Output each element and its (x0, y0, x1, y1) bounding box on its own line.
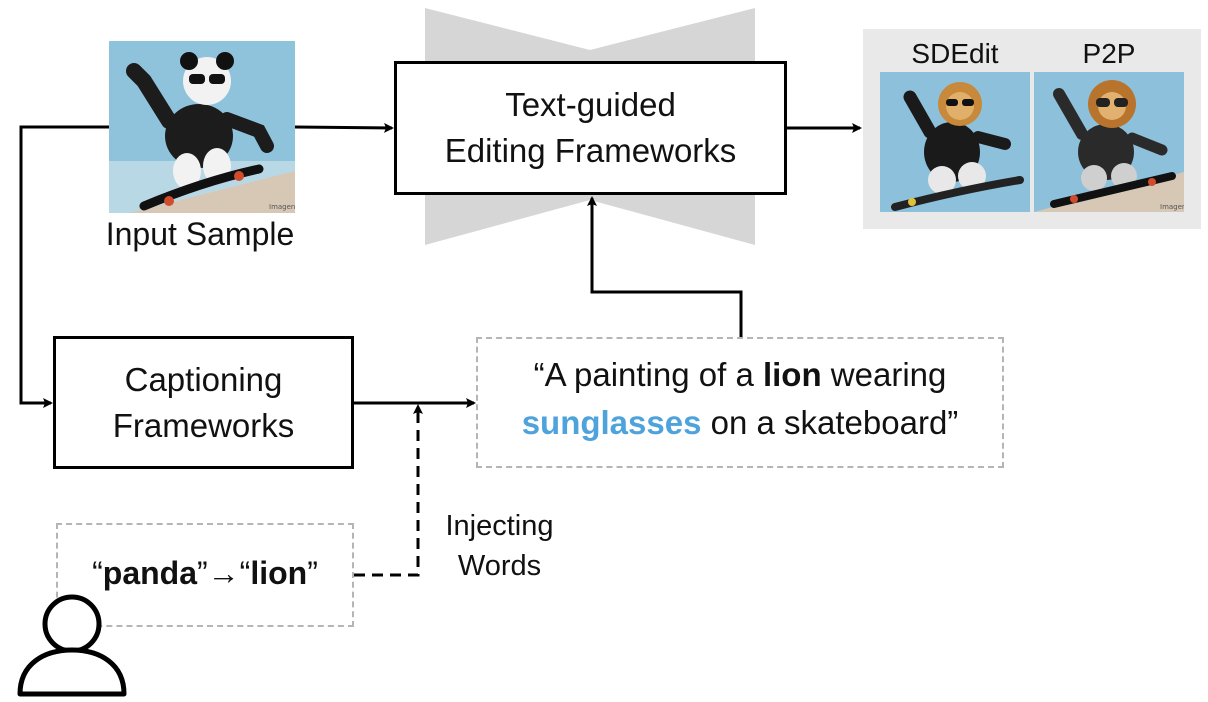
arrow-caption-to-editor (587, 196, 743, 337)
user-icon (17, 594, 127, 697)
captioning-line2: Frameworks (112, 406, 295, 444)
text-guided-line1: Text-guided (505, 86, 676, 123)
text-guided-editing-box: Text-guided Editing Frameworks (394, 61, 787, 195)
injection-from-word: panda (102, 555, 198, 591)
caption-box (476, 337, 1004, 468)
input-sample-image: Imagen (109, 41, 295, 213)
injecting-label-line1: Injecting (445, 510, 554, 542)
text-guided-line2: Editing Frameworks (444, 132, 737, 169)
injection-q2: ”→“ (197, 555, 251, 591)
arrow-input-to-editor (294, 122, 394, 133)
result-label-p2p: P2P (1082, 38, 1136, 69)
caption-line2: sunglasses on a skateboard” (476, 404, 1004, 442)
svg-text:Imagen: Imagen (269, 203, 295, 211)
svg-text:Imagen: Imagen (1160, 203, 1184, 211)
caption-prefix: “A painting of a (533, 356, 763, 393)
injection-text: “panda”→“lion” (56, 555, 354, 592)
injecting-words-label: Injecting Words (432, 506, 567, 586)
captioning-box: Captioning Frameworks (53, 336, 354, 469)
caption-after-subject: wearing (821, 356, 947, 393)
caption-accessory: sunglasses (521, 404, 702, 441)
arrow-input-to-captioning (19, 125, 109, 408)
injection-q3: ” (307, 555, 318, 591)
arrow-injection-dashed (354, 404, 423, 577)
injection-to-word: lion (250, 555, 308, 591)
caption-line1: “A painting of a lion wearing (476, 356, 1004, 394)
result-image-p2p: Imagen (1034, 72, 1184, 212)
result-image-sdedit (880, 72, 1030, 212)
captioning-line1: Captioning (124, 360, 283, 398)
caption-rest: on a skateboard” (701, 404, 959, 441)
input-sample-label: Input Sample (105, 216, 295, 252)
injection-q1: “ (92, 555, 103, 591)
injecting-label-line2: Words (457, 550, 542, 582)
injection-box (56, 523, 354, 627)
caption-subject: lion (762, 356, 822, 393)
result-label-sdedit: SDEdit (911, 38, 999, 69)
